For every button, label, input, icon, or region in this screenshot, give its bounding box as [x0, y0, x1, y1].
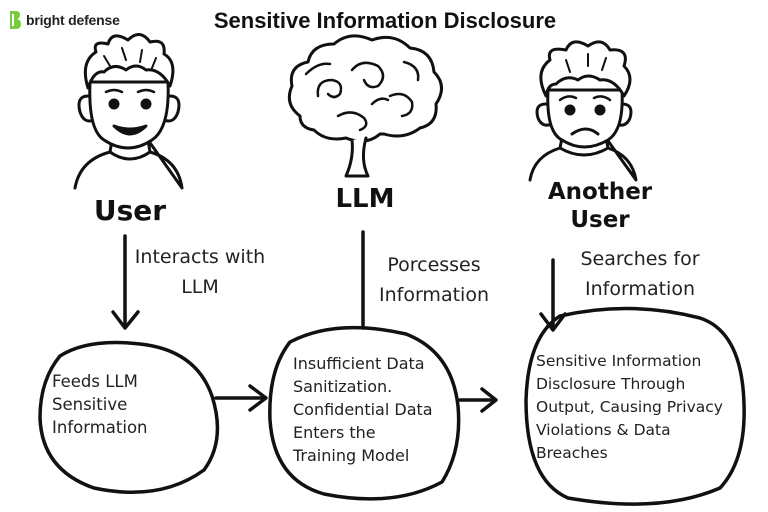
right-arrow-1 — [214, 384, 268, 412]
brain-icon — [287, 34, 443, 178]
llm-label: LLM — [335, 184, 395, 214]
processes-note-line1: Porcesses — [387, 254, 481, 276]
searches-note: Searches for Information — [568, 244, 712, 304]
smiling-person-icon — [73, 33, 184, 190]
feeds-bubble-outline — [38, 340, 220, 494]
disclosure-bubble-outline — [524, 306, 746, 506]
user-label: User — [93, 194, 167, 227]
worried-person-icon — [528, 40, 638, 182]
disclosure-bubble-text: Sensitive Information Disclosure Through… — [536, 352, 723, 462]
sanitization-bubble-outline — [268, 325, 461, 501]
brand-logo: bright defense — [8, 10, 120, 30]
feeds-bubble-text: Feeds LLM Sensitive Information — [52, 372, 148, 437]
searches-note-line1: Searches for — [580, 248, 700, 270]
right-arrow-2 — [458, 387, 498, 413]
searches-note-line2: Information — [585, 278, 695, 300]
user-down-arrow — [111, 234, 140, 330]
another-user-label-line1: Another — [547, 179, 653, 205]
brand-name: bright defense — [26, 12, 120, 28]
interacts-note-line2: LLM — [181, 276, 219, 298]
processes-note: Porcesses Information — [372, 250, 496, 310]
another-user-label-line2: User — [570, 207, 630, 233]
page-title: Sensitive Information Disclosure — [213, 8, 557, 33]
interacts-note-line1: Interacts with — [134, 246, 266, 268]
interacts-note: Interacts with LLM — [126, 242, 274, 302]
sanitization-bubble-text: Insufficient Data Sanitization. Confiden… — [293, 354, 433, 465]
processes-note-line2: Information — [379, 284, 489, 306]
bright-defense-logo-icon — [10, 11, 21, 29]
another-user-label: Another User — [530, 178, 670, 234]
another-user-down-arrow — [539, 258, 567, 332]
